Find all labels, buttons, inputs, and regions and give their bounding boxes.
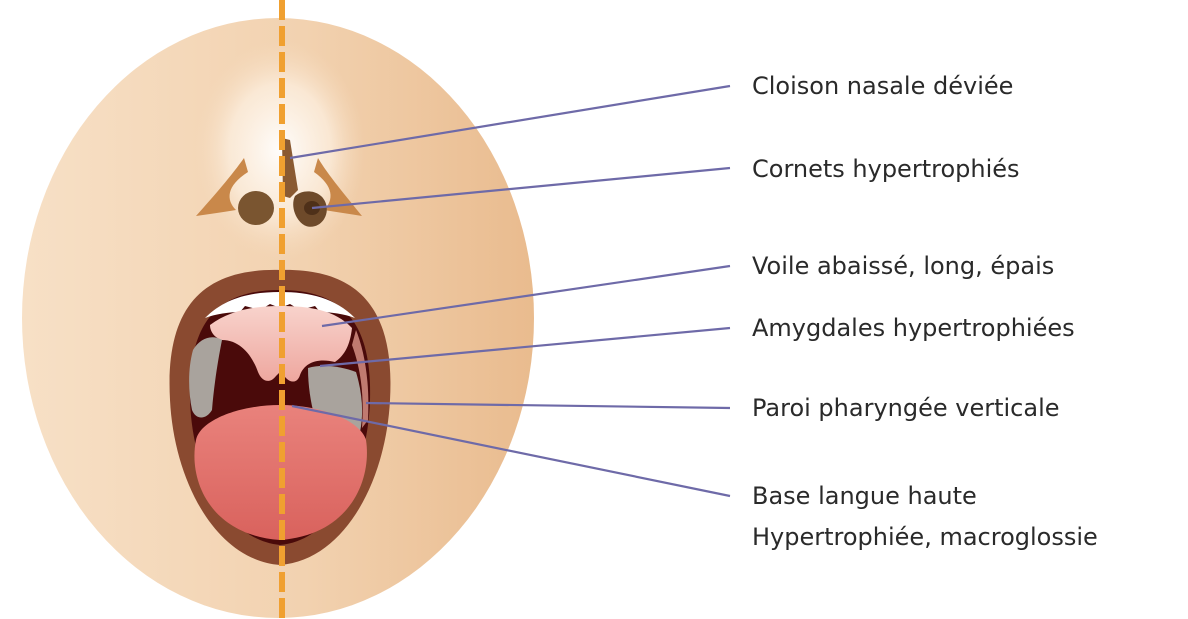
- label-tonsils: Amygdales hypertrophiées: [752, 314, 1075, 342]
- label-septum: Cloison nasale déviée: [752, 72, 1013, 100]
- left-nostril: [238, 191, 274, 225]
- label-turbinates: Cornets hypertrophiés: [752, 155, 1020, 183]
- label-soft-palate: Voile abaissé, long, épais: [752, 252, 1054, 280]
- label-pharyngeal-wall: Paroi pharyngée verticale: [752, 394, 1060, 422]
- label-tongue-base-line2: Hypertrophiée, macroglossie: [752, 523, 1098, 551]
- label-tongue-base-line1: Base langue haute: [752, 482, 977, 510]
